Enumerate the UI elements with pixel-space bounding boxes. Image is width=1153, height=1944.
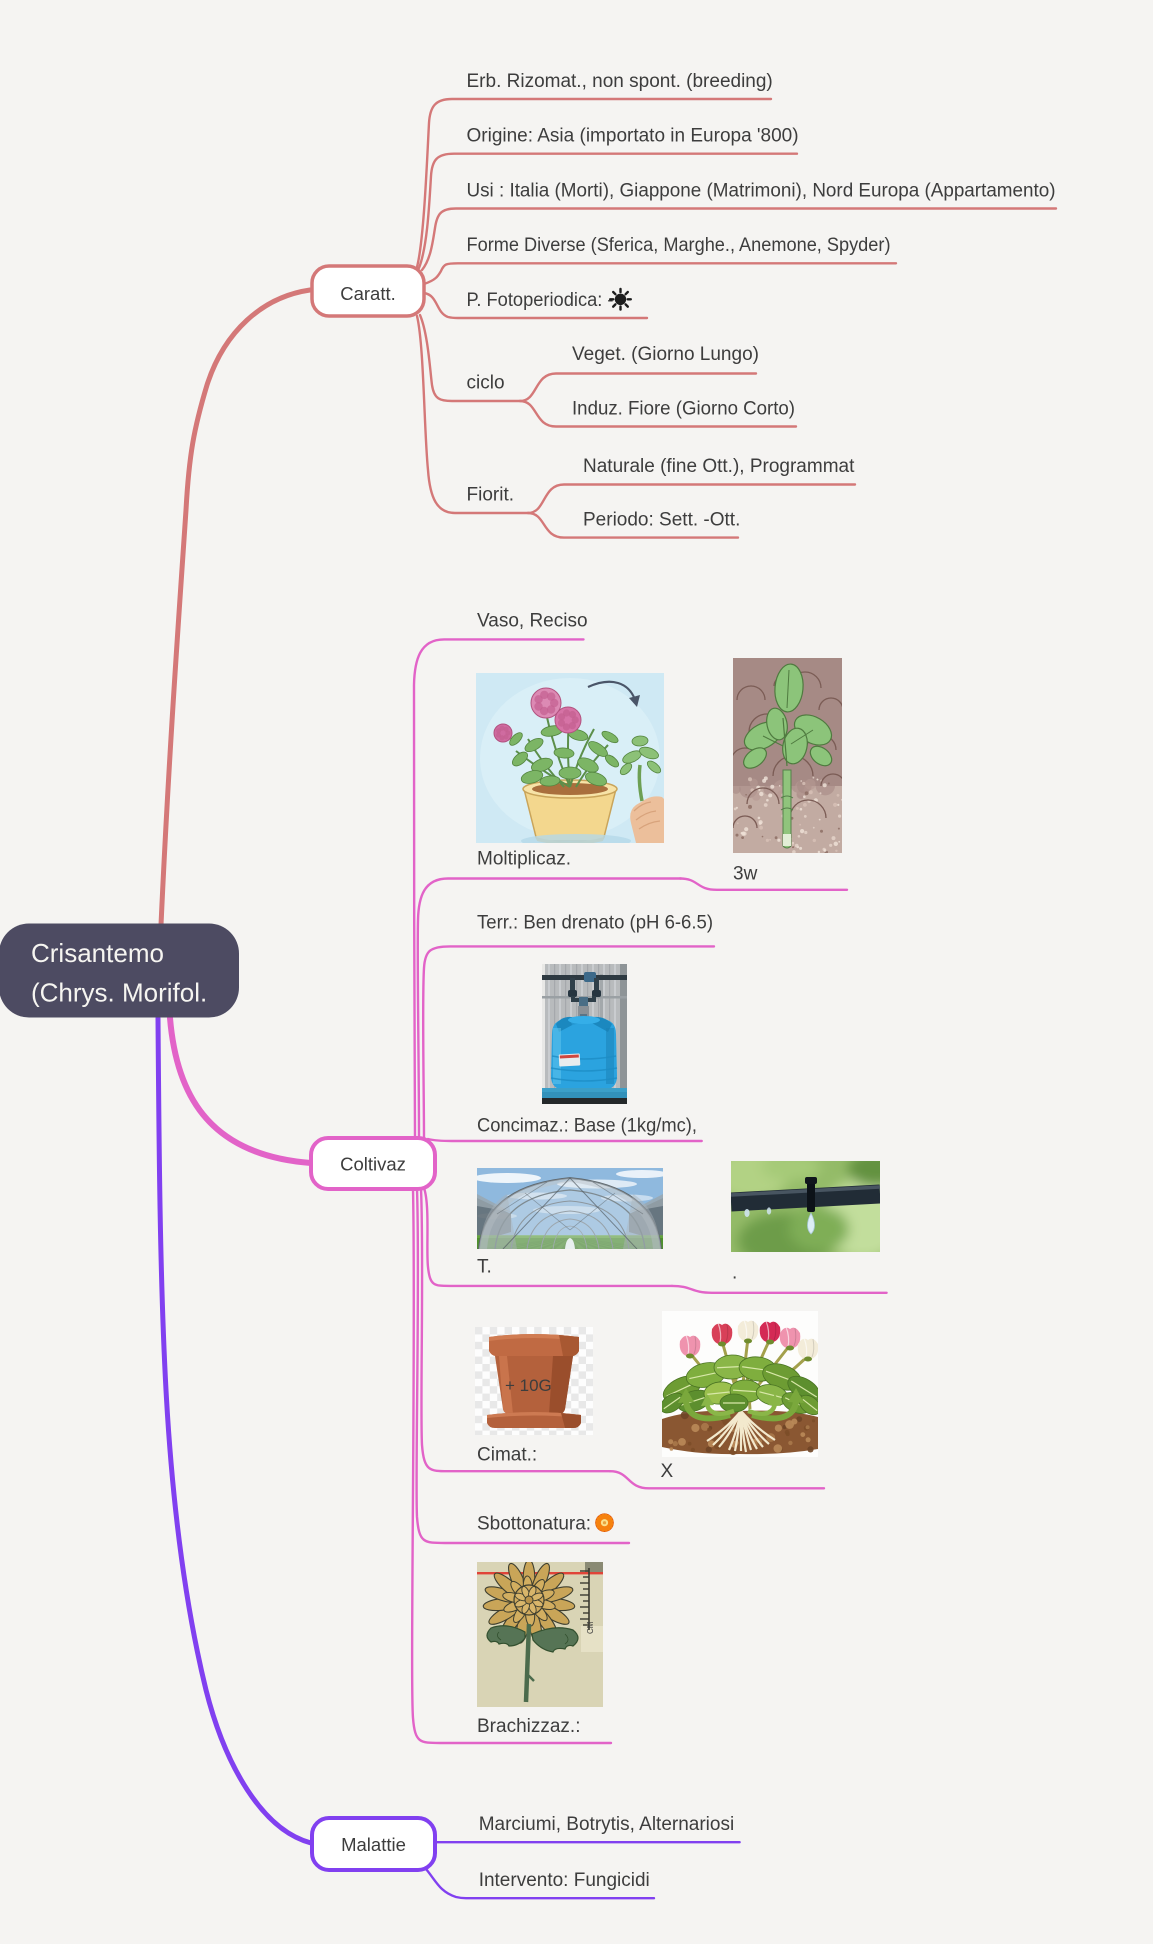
svg-text:Terr.: Ben drenato (pH 6-6.5): Terr.: Ben drenato (pH 6-6.5): [477, 913, 713, 934]
svg-text:Origine: Asia (importato in Eu: Origine: Asia (importato in Europa '800): [467, 126, 799, 147]
svg-text:Crisantemo: Crisantemo: [31, 938, 164, 968]
svg-text:Usi : Italia (Morti), Giappone: Usi : Italia (Morti), Giappone (Matrimon…: [467, 180, 1056, 201]
svg-text:Intervento: Fungicidi: Intervento: Fungicidi: [479, 1870, 650, 1891]
svg-text:Coltivaz: Coltivaz: [340, 1154, 406, 1175]
svg-text:Malattie: Malattie: [341, 1834, 406, 1855]
svg-text:Marciumi, Botrytis, Alternario: Marciumi, Botrytis, Alternariosi: [479, 1814, 735, 1835]
svg-text:Veget. (Giorno Lungo): Veget. (Giorno Lungo): [572, 344, 759, 365]
svg-text:Brachizzaz.:: Brachizzaz.:: [477, 1716, 580, 1737]
svg-text:Concimaz.: Base (1kg/mc),: Concimaz.: Base (1kg/mc),: [477, 1115, 697, 1136]
svg-text:Sbottonatura:: Sbottonatura:: [477, 1514, 591, 1535]
svg-text:Cimat.:: Cimat.:: [477, 1445, 537, 1466]
svg-text:P. Fotoperiodica: -: P. Fotoperiodica: -: [467, 290, 614, 311]
svg-text:Induz. Fiore (Giorno Corto): Induz. Fiore (Giorno Corto): [572, 399, 795, 420]
svg-text:T.: T.: [477, 1256, 492, 1277]
svg-text:Fiorit.: Fiorit.: [467, 484, 515, 505]
svg-text:(Chrys. Morifol.: (Chrys. Morifol.: [31, 978, 207, 1008]
svg-text:Periodo: Sett. -Ott.: Periodo: Sett. -Ott.: [583, 509, 740, 530]
svg-text:Vaso, Reciso: Vaso, Reciso: [477, 611, 588, 632]
svg-text:CM: CM: [586, 1621, 595, 1634]
svg-text:Forme Diverse (Sferica, Marghe: Forme Diverse (Sferica, Marghe., Anemone…: [467, 235, 891, 256]
svg-text:3w: 3w: [733, 864, 758, 885]
svg-text:ciclo: ciclo: [467, 373, 505, 394]
svg-text:Erb. Rizomat., non spont. (bre: Erb. Rizomat., non spont. (breeding): [467, 71, 773, 92]
svg-text:.: .: [732, 1263, 737, 1284]
svg-text:Caratt.: Caratt.: [340, 283, 396, 304]
svg-text:Naturale (fine Ott.), Programm: Naturale (fine Ott.), Programmat: [583, 456, 855, 477]
svg-text:Moltiplicaz.: Moltiplicaz.: [477, 849, 571, 870]
svg-text:X: X: [661, 1461, 674, 1482]
svg-text:+ 10G: + 10G: [505, 1376, 552, 1395]
